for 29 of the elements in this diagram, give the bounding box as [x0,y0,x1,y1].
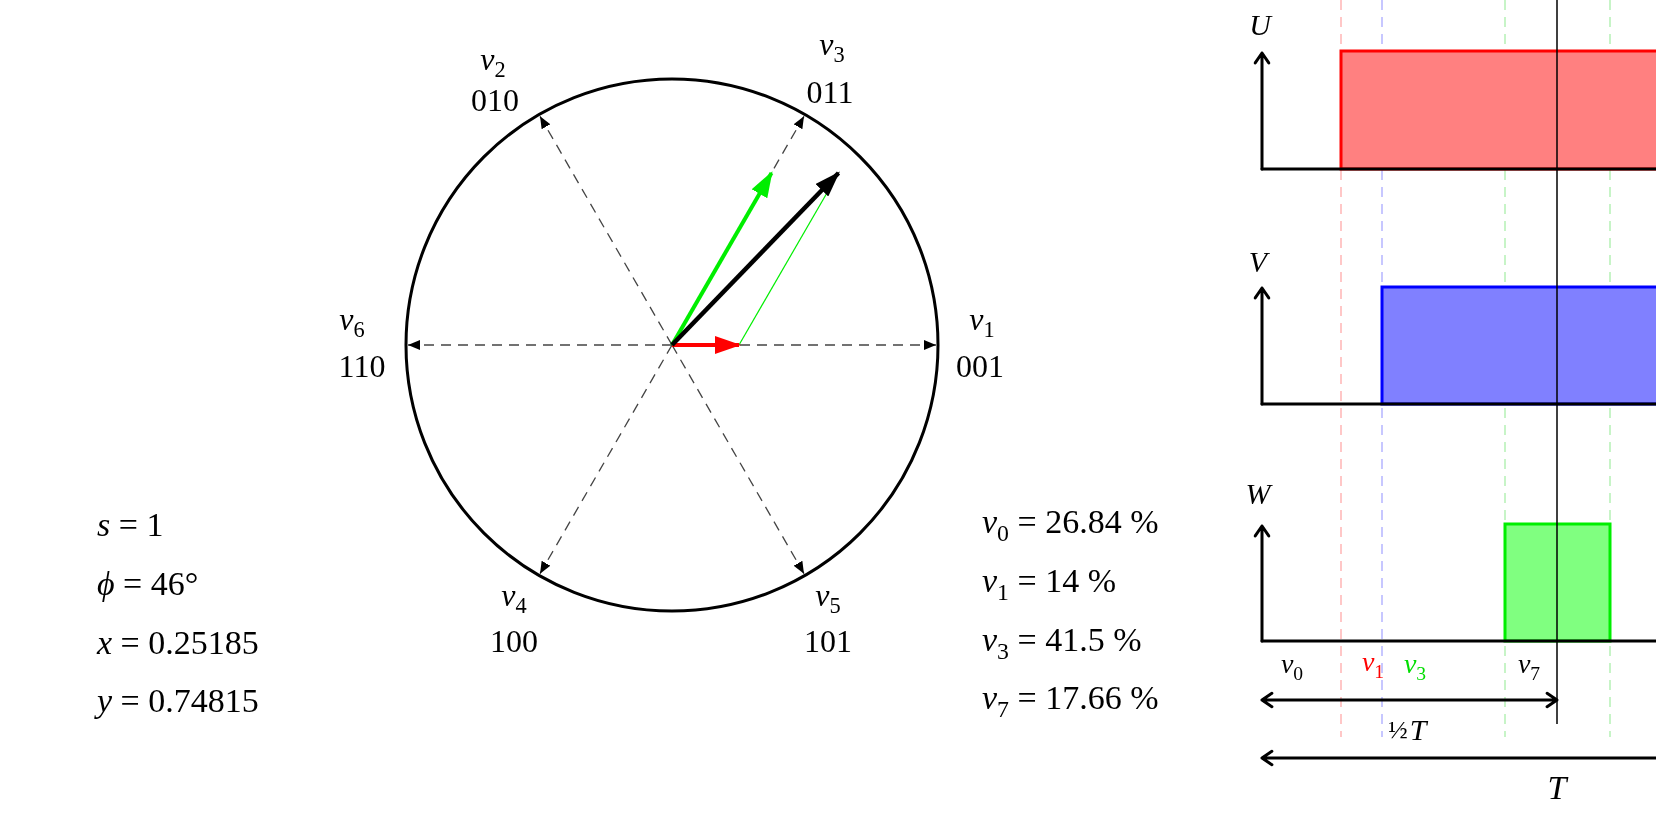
math-label: T [1547,771,1567,805]
math-label: v$_{1}$ = 14 % [982,563,1116,605]
math-label: T [1409,715,1427,745]
math-label: v$_{7}$ [1517,650,1541,684]
math-label: W [1245,479,1271,509]
math-label: v$_{5}$ [815,578,841,618]
math-label: v$_{1}$ [969,302,995,342]
math-label: v$_{4}$ [501,578,527,618]
math-label: v$_{1}$ [1361,648,1385,682]
math-label: 100 [490,625,538,657]
math-label: v$_{0}$ [1280,650,1304,684]
math-label: 011 [806,76,854,108]
math-label: v$_{3}$ [819,27,845,67]
math-label: v$_{6}$ [339,302,365,342]
math-label: s = 1 [97,508,164,542]
math-label: v$_{2}$ [480,42,506,82]
math-label: v$_{3}$ = 41.5 % [982,622,1142,664]
math-label: x = 0.25185 [97,626,259,660]
math-label: 101 [804,625,852,657]
math-label: v$_{3}$ [1403,650,1427,684]
math-label: 110 [338,350,386,382]
math-label: 010 [471,84,519,116]
math-label: ½ [1388,717,1408,743]
math-label: V [1248,247,1268,277]
math-label: 001 [956,350,1004,382]
math-label: v$_{0}$ = 26.84 % [982,504,1159,546]
math-label: v$_{7}$ = 17.66 % [982,680,1159,722]
math-label: ϕ = 46° [97,567,199,601]
math-label: U [1249,10,1271,40]
